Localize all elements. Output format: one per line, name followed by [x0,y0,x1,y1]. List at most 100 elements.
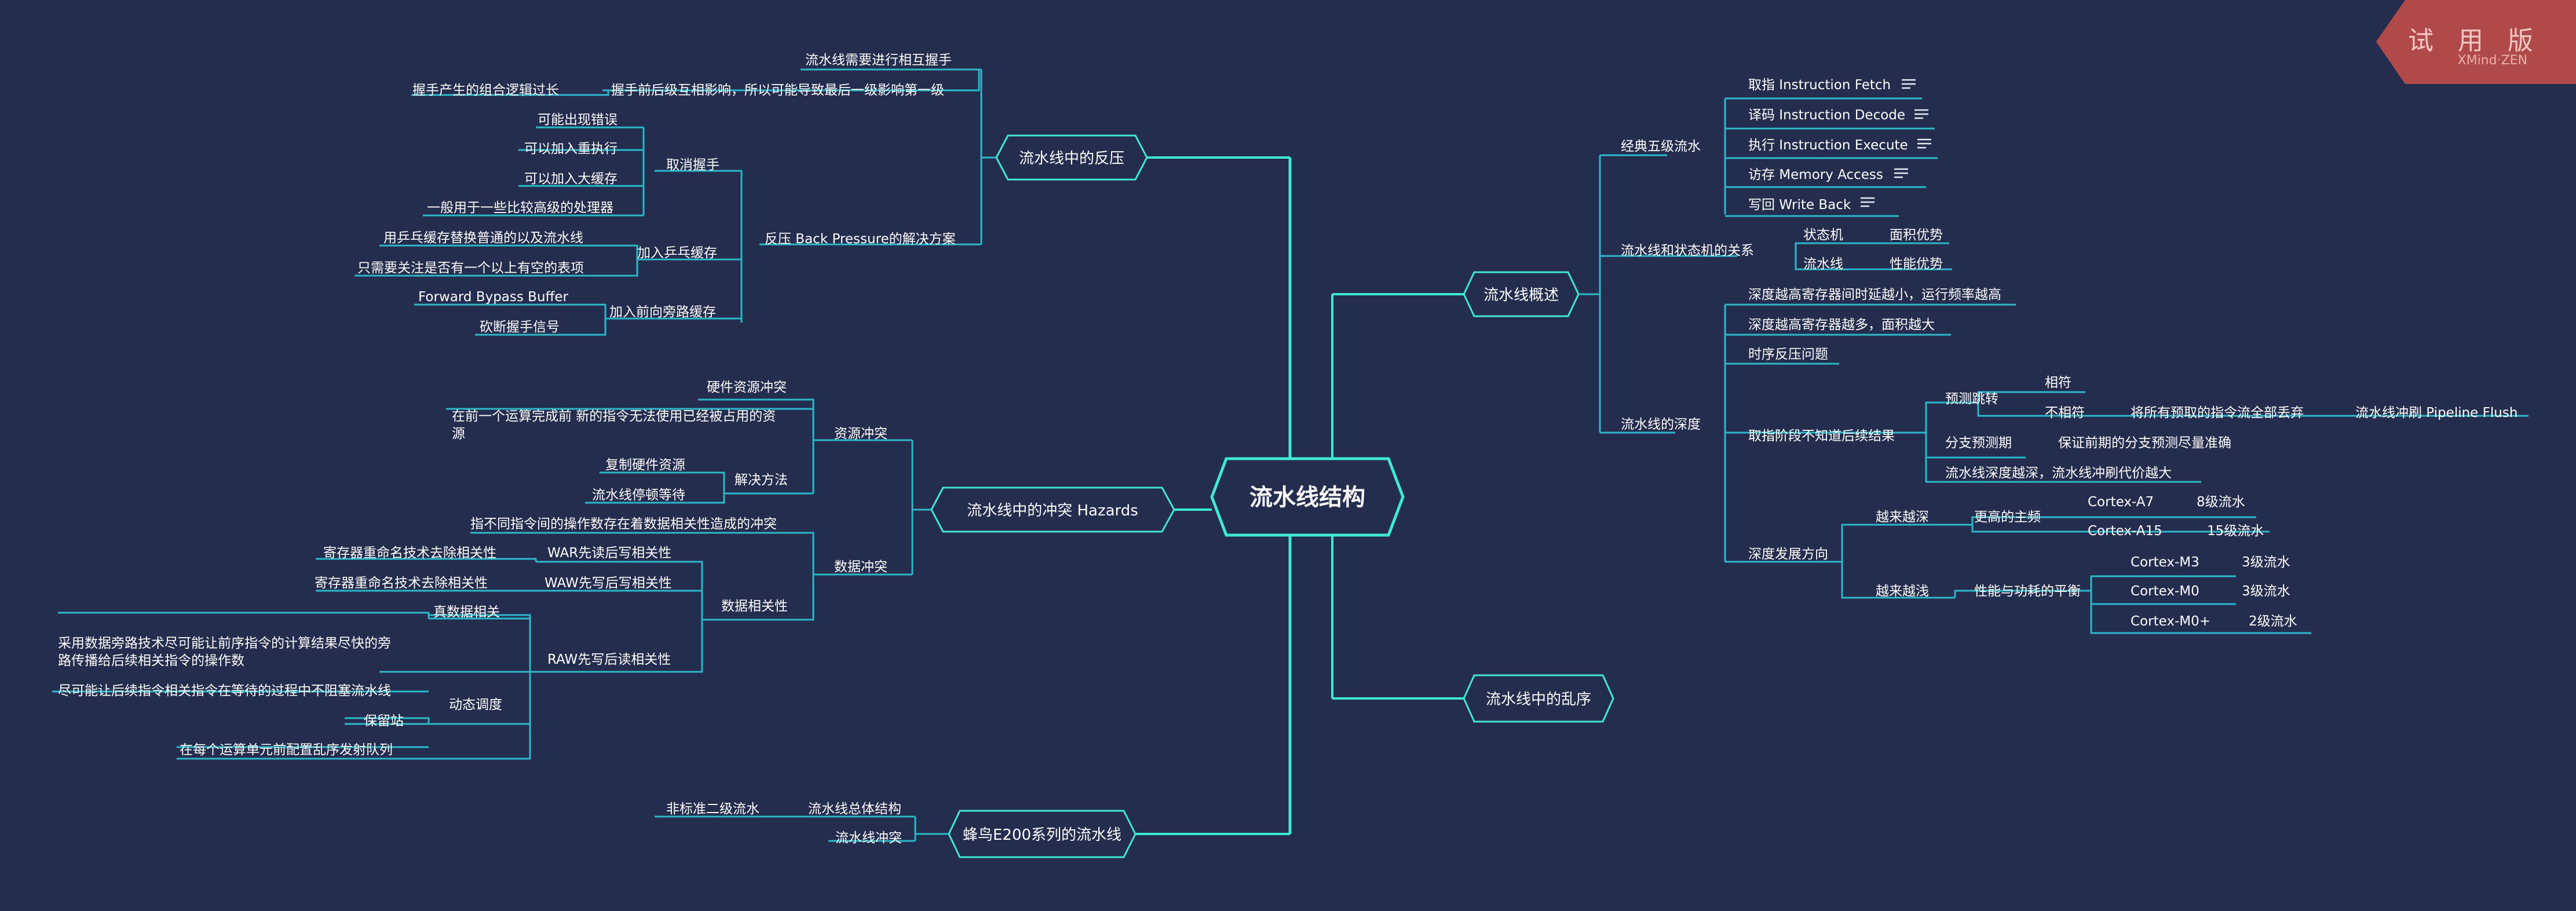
topic: 不相符 [2045,405,2085,420]
topic: 译码 Instruction Decode [1748,108,1905,123]
topic: 在每个运算单元前配置乱序发射队列 [180,742,393,758]
ooo-title: 流水线中的乱序 [1486,691,1591,708]
topic: 采用数据旁路技术尽可能让前序指令的计算结果尽快的旁 [58,636,391,651]
topic: 一般用于一些比较高级的处理器 [427,200,613,215]
topic: 解决方法 [735,473,788,488]
topic: 加入前向旁路缓存 [609,305,716,320]
topic: Cortex-M0 [2131,584,2199,599]
central-title: 流水线结构 [1249,484,1365,511]
topic: 写回 Write Back [1748,197,1851,213]
topic: 复制硬件资源 [605,458,685,473]
topic: 指不同指令间的操作数存在着数据相关性造成的冲突 [470,517,777,532]
topic: 更高的主频 [1974,510,2041,525]
topic: 可能出现错误 [538,112,617,127]
topic: WAR先读后写相关性 [547,546,671,561]
topic: 深度越高寄存器越多，面积越大 [1748,317,1935,332]
topic: Cortex-A7 [2088,495,2154,510]
topic: RAW先写后读相关性 [547,652,671,667]
topic: 流水线需要进行相互握手 [805,53,952,68]
trial-badge[interactable]: 试 用 版 XMind·ZEN [2376,0,2576,84]
topic: 加入乒乓缓存 [637,246,717,261]
topic: 2级流水 [2249,614,2297,629]
topic: 非标准二级流水 [666,802,759,817]
topic: 面积优势 [1890,228,1943,243]
topic: 时序反压问题 [1748,347,1828,362]
topic: 3级流水 [2242,584,2290,599]
backpressure-title: 流水线中的反压 [1019,150,1124,167]
topic: 访存 Memory Access [1748,167,1883,182]
topic: 握手前后级互相影响，所以可能导致最后一级影响第一级 [611,83,944,98]
topic: Cortex-M0+ [2131,614,2210,629]
topic: 寄存器重命名技术去除相关性 [315,576,488,591]
note-icon [1914,109,1928,119]
note-icon [1917,138,1931,149]
topic: Cortex-A15 [2088,524,2162,539]
topic: 深度发展方向 [1748,547,1828,562]
central-node[interactable] [1210,457,1405,537]
topic: 流水线总体结构 [808,802,901,817]
topic: 15级流水 [2207,524,2264,539]
topic: 真数据相关 [433,605,500,620]
topic: 越来越深 [1876,510,1929,525]
note-icon [1861,197,1875,207]
topic: 取指阶段不知道后续结果 [1748,429,1895,444]
topic: 性能与功耗的平衡 [1974,584,2081,599]
topic: 相符 [2045,375,2071,390]
topic: 流水线冲刷 Pipeline Flush [2355,405,2517,420]
topic: 流水线的深度 [1621,417,1701,432]
topic: 路传播给后续相关指令的操作数 [58,653,244,668]
node-overview[interactable] [1463,271,1580,317]
topic: 分支预测期 [1945,436,2012,451]
topic: 只需要关注是否有一个以上有空的表项 [357,261,584,276]
topic: 执行 Instruction Execute [1748,138,1908,153]
note-icon [1894,168,1908,178]
note-icon [1902,79,1916,89]
topic: 资源冲突 [834,426,887,441]
topic: 保留站 [364,714,404,729]
topic: 流水线停顿等待 [592,488,685,503]
topic: Cortex-M3 [2131,555,2199,570]
topic: 8级流水 [2197,495,2245,510]
node-ooo[interactable] [1463,674,1614,723]
trial-badge-shape [2376,0,2576,84]
topic: 源 [452,426,465,441]
e200-title: 蜂鸟E200系列的流水线 [963,826,1121,844]
topic: 在前一个运算完成前 新的指令无法使用已经被占用的资 [452,409,776,424]
topic: 尽可能让后续指令相关指令在等待的过程中不阻塞流水线 [58,683,391,698]
node-hazards[interactable] [930,486,1175,533]
topic: WAW先写后写相关性 [545,576,672,591]
topic: 寄存器重命名技术去除相关性 [323,546,496,561]
topic: 流水线深度越深，流水线冲刷代价越大 [1945,466,2172,481]
topic: 流水线和状态机的关系 [1621,243,1754,258]
topic: 取指 Instruction Fetch [1748,78,1891,93]
topic: 砍断握手信号 [480,320,560,335]
topic: 可以加入大缓存 [524,171,617,186]
topic: 数据相关性 [721,599,788,614]
topic: 可以加入重执行 [524,141,617,156]
topic: 经典五级流水 [1621,139,1701,154]
hazards-title: 流水线中的冲突 Hazards [967,502,1138,519]
topic: 保证前期的分支预测尽量准确 [2058,436,2231,451]
topic: 握手产生的组合逻辑过长 [412,83,559,98]
topic: 反压 Back Pressure的解决方案 [765,232,956,247]
topic: 预测跳转 [1945,392,1998,407]
topic: Forward Bypass Buffer [418,290,569,305]
topic: 硬件资源冲突 [707,380,787,395]
topic: 流水线冲突 [835,830,902,846]
node-e200[interactable] [948,810,1137,858]
overview-title: 流水线概述 [1484,287,1559,304]
topic: 数据冲突 [834,559,887,575]
topic: 动态调度 [449,697,502,712]
trial-title: 试 用 版 [2408,26,2541,56]
topic: 流水线 [1803,257,1843,272]
topic: 性能优势 [1890,257,1943,272]
topic: 用乒乓缓存替换普通的以及流水线 [383,231,583,246]
topic: 将所有预取的指令流全部丢弃 [2131,405,2304,420]
topic: 取消握手 [666,158,719,173]
topic: 深度越高寄存器间时延越小，运行频率越高 [1748,287,2001,302]
topic: 状态机 [1803,228,1843,243]
topic: 3级流水 [2242,555,2290,570]
topic: 越来越浅 [1876,584,1929,599]
node-backpressure[interactable] [995,134,1148,181]
